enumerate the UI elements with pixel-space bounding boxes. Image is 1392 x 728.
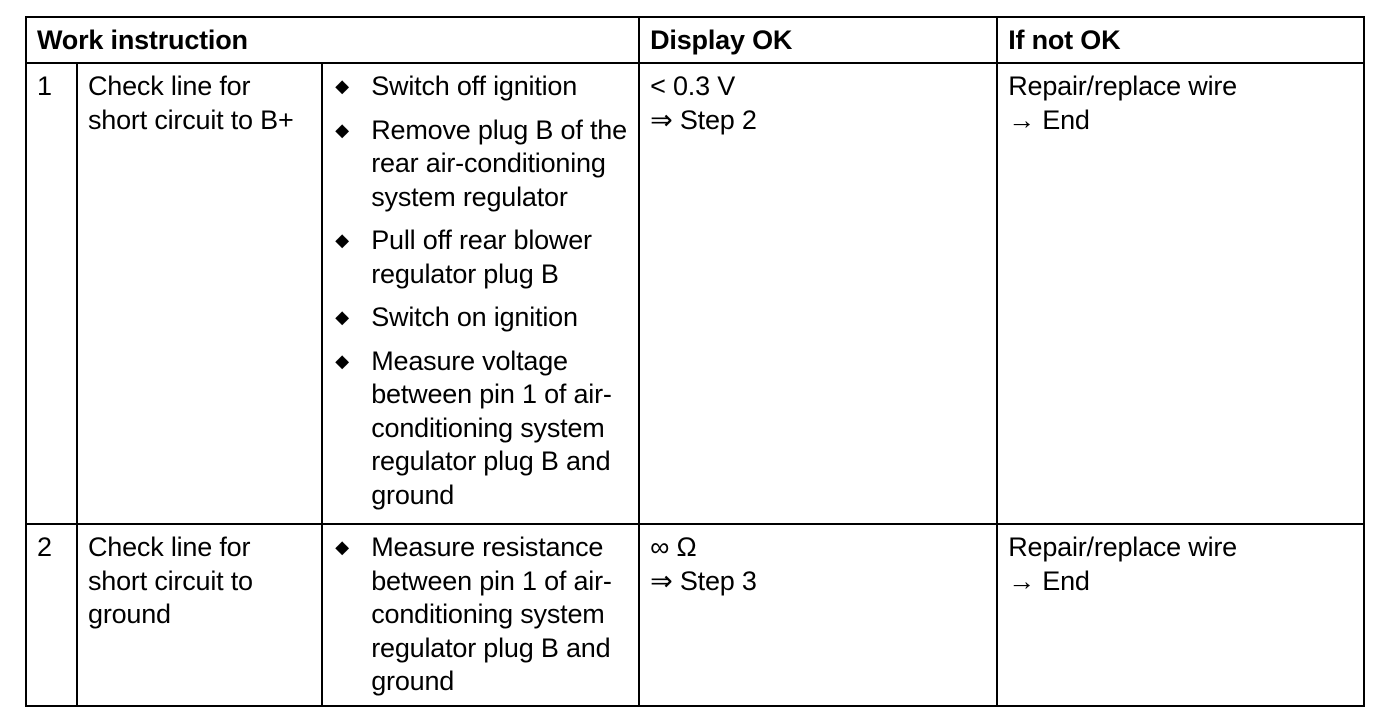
diamond-bullet-icon: ◆ — [335, 76, 349, 96]
step-actions: ◆Switch off ignition ◆Remove plug B of t… — [321, 62, 641, 525]
expected-value: < 0.3 V — [650, 71, 736, 101]
diamond-bullet-icon: ◆ — [335, 230, 349, 250]
remedy-text: Repair/replace wire — [1008, 71, 1238, 101]
work-instruction-table: Work instruction Display OK If not OK 1 … — [24, 16, 1365, 707]
diamond-bullet-icon: ◆ — [335, 350, 349, 371]
action-list: ◆Switch off ignition ◆Remove plug B of t… — [333, 70, 628, 512]
header-display-ok: Display OK — [638, 16, 999, 64]
expected-value: ∞ Ω — [650, 532, 697, 562]
list-item: ◆Measure resistance between pin 1 of air… — [335, 532, 612, 696]
table-row: 1 Check line for short circuit to B+ ◆Sw… — [25, 62, 1365, 525]
list-item: ◆Switch on ignition — [333, 301, 628, 335]
step-task: Check line for short circuit to B+ — [75, 62, 324, 525]
remedy-next: → End — [1008, 104, 1090, 135]
table-header-row: Work instruction Display OK If not OK — [24, 16, 1365, 64]
diamond-bullet-icon: ◆ — [335, 307, 349, 327]
step-actions: ◆Measure resistance between pin 1 of air… — [321, 523, 641, 707]
display-ok-cell: < 0.3 V ⇒ Step 2 — [638, 62, 999, 525]
step-number: 2 — [25, 523, 78, 707]
action-list: ◆Measure resistance between pin 1 of air… — [333, 531, 628, 699]
if-not-ok-cell: Repair/replace wire → End — [996, 523, 1365, 707]
header-work-instruction: Work instruction — [24, 16, 641, 64]
diamond-bullet-icon: ◆ — [335, 537, 349, 557]
list-item: ◆Switch off ignition — [333, 70, 628, 104]
list-item: ◆Remove plug B of the rear air-condition… — [335, 114, 627, 212]
table-row: 2 Check line for short circuit to ground… — [25, 523, 1365, 707]
display-ok-cell: ∞ Ω ⇒ Step 3 — [638, 523, 999, 707]
step-task: Check line for short circuit to ground — [75, 523, 324, 707]
remedy-text: Repair/replace wire — [1008, 532, 1238, 562]
next-step: ⇒ Step 3 — [650, 565, 757, 596]
list-item: ◆Pull off rear blower regulator plug B — [335, 225, 592, 289]
step-number: 1 — [25, 62, 78, 525]
header-if-not-ok: If not OK — [996, 16, 1365, 64]
if-not-ok-cell: Repair/replace wire → End — [996, 62, 1365, 525]
next-step: ⇒ Step 2 — [650, 104, 757, 135]
list-item: ◆Measure voltage between pin 1 of air-co… — [335, 345, 612, 510]
diamond-bullet-icon: ◆ — [335, 119, 349, 140]
remedy-next: → End — [1008, 565, 1090, 596]
